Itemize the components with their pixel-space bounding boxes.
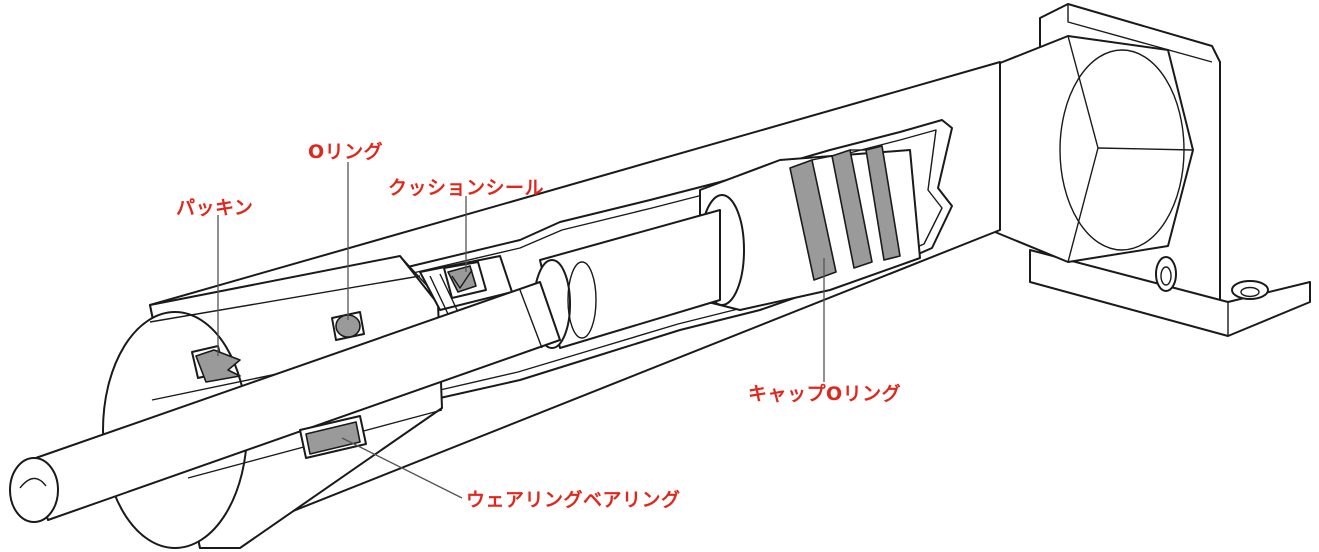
label-cap-o-ring: キャップOリング [748, 382, 901, 405]
mounting-foot [1029, 249, 1311, 337]
o-ring [331, 311, 365, 341]
end-cap [994, 35, 1194, 263]
label-packing: パッキン [176, 197, 253, 219]
packing-seal [191, 345, 241, 383]
label-cushion-seal: クッションシール [388, 177, 544, 199]
cushion-seal [443, 261, 487, 299]
wear-ring-bearing [299, 415, 367, 459]
label-o-ring: Oリング [308, 140, 383, 163]
leader-wear-ring [341, 437, 463, 499]
piston-rod [9, 281, 561, 523]
label-wear-ring-bearing: ウェアリングベアリング [466, 488, 681, 511]
